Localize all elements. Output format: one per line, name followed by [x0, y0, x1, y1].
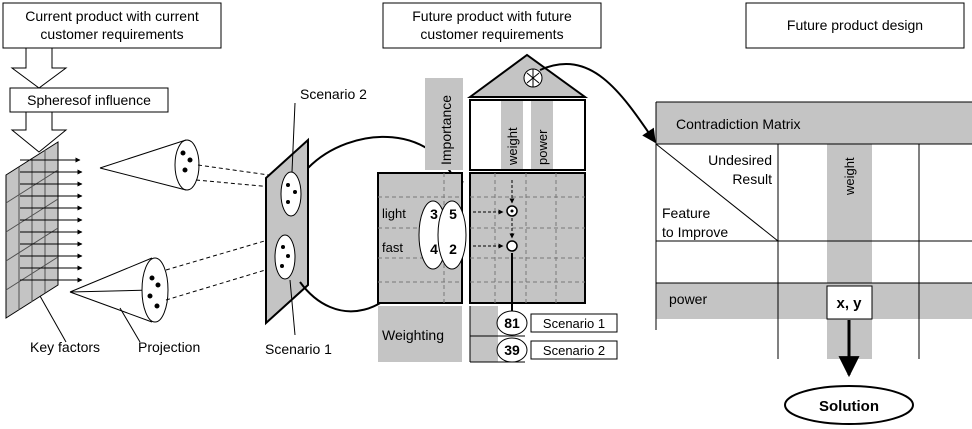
title-current: Current product with current customer re… [2, 2, 222, 49]
feature-line2: to Improve [662, 224, 728, 240]
score-1-label: Scenario 1 [543, 316, 605, 331]
score-scenario-1: 81 Scenario 1 [496, 310, 618, 336]
title-future: Future product with future customer requ… [382, 2, 602, 49]
hollow-arrow-top [10, 47, 68, 89]
feature-line1: Feature [662, 205, 710, 221]
key-factors-label: Key factors [30, 339, 100, 355]
score-1-value: 81 [504, 315, 520, 331]
key-factors-grid [5, 141, 59, 319]
key-factor-arrows [20, 157, 83, 283]
curve-arrow-to-matrix [539, 63, 656, 144]
hollow-arrow-bottom [10, 111, 68, 153]
projection-cone-lower [69, 257, 169, 323]
score-2-label: Scenario 2 [543, 343, 605, 358]
title-design: Future product design [745, 2, 965, 49]
value-fast-1: 4 [430, 241, 438, 257]
importance-label: Importance [438, 95, 454, 165]
projection-label: Projection [138, 339, 200, 355]
matrix-title: Contradiction Matrix [676, 116, 801, 132]
scenario-2-label: Scenario 2 [300, 86, 367, 102]
matrix-col-weight: weight [842, 157, 857, 196]
value-fast-2: 2 [449, 241, 457, 257]
left-pointer-lines [39, 295, 141, 343]
spheres-label: Spheresof influence [27, 92, 151, 108]
house-relationship-matrix [469, 172, 586, 312]
spheres-of-influence-box: Spheresof influence [9, 87, 169, 113]
weighting-label: Weighting [382, 327, 444, 343]
scenario-plane [265, 137, 309, 326]
undesired-line1: Undesired [708, 152, 772, 168]
title-future-line1: Future product with future [412, 8, 572, 24]
scenario-pointer-lines [289, 102, 296, 336]
title-current-line2: customer requirements [40, 26, 183, 42]
score-2-value: 39 [504, 342, 520, 358]
column-power-label: power [535, 129, 550, 165]
contradiction-matrix: Contradiction Matrix Undesired Result Fe… [655, 101, 972, 359]
solution-label: Solution [819, 398, 879, 415]
house-left-block: light fast 3 5 4 2 [377, 172, 467, 304]
solution-node: Solution [784, 385, 914, 425]
matrix-row-power: power [669, 291, 707, 307]
title-design-text: Future product design [787, 17, 923, 33]
value-light-2: 5 [449, 206, 457, 222]
house-columns-header: weight power [469, 99, 586, 171]
title-current-line1: Current product with current [25, 8, 199, 24]
matrix-cell-value: x, y [836, 295, 862, 312]
importance-column: Importance [425, 78, 463, 170]
row-light-label: light [382, 206, 406, 221]
undesired-line2: Result [732, 171, 772, 187]
row-fast-label: fast [382, 240, 403, 255]
weighting-row: Weighting [378, 306, 525, 363]
score-scenario-2: 39 Scenario 2 [496, 337, 618, 363]
column-weight-label: weight [505, 127, 520, 166]
projection-cone-upper [99, 139, 200, 191]
curve-arrow-upper [307, 135, 464, 197]
scenario-1-label: Scenario 1 [265, 341, 332, 357]
title-future-line2: customer requirements [420, 26, 563, 42]
house-roof [466, 53, 589, 98]
value-light-1: 3 [430, 206, 438, 222]
